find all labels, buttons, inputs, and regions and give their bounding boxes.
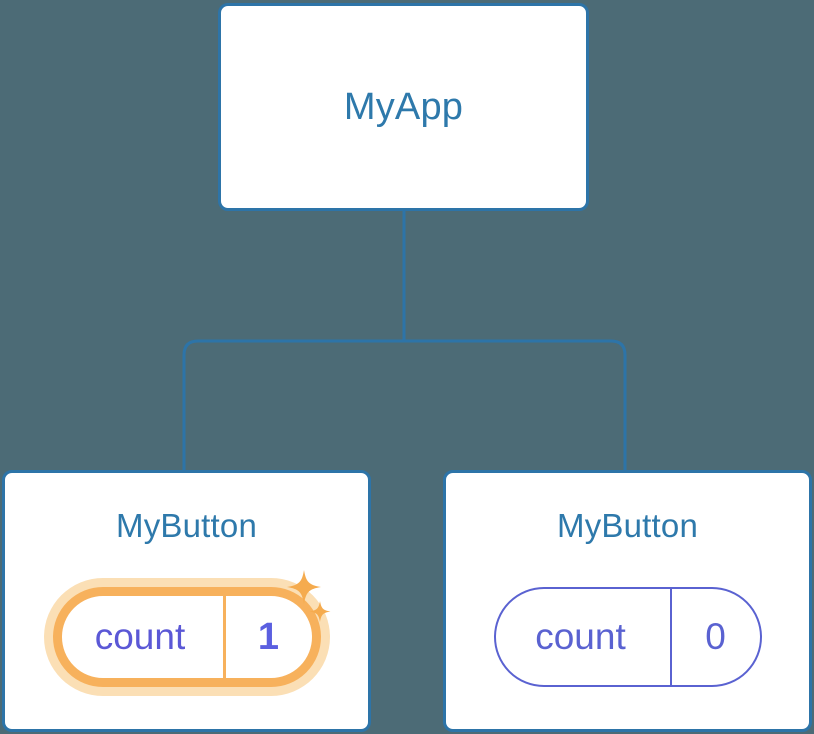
state-divider-0 <box>222 596 226 678</box>
state-pill-wrap-0: count 1 <box>42 566 332 708</box>
state-value-0: 1 <box>257 615 280 658</box>
state-value-1: 0 <box>705 616 726 657</box>
node-child-0-label: MyButton <box>116 507 257 544</box>
state-pill-0[interactable]: count 1 <box>52 587 321 687</box>
state-key-1: count <box>535 616 626 657</box>
connector-branch-left <box>182 339 404 472</box>
state-pill-1[interactable]: count 0 <box>493 587 762 687</box>
node-child-1-label: MyButton <box>557 507 698 544</box>
state-pill-wrap-1: count 0 <box>483 566 773 708</box>
node-root-label: MyApp <box>343 85 464 128</box>
state-key-0: count <box>94 616 186 657</box>
node-child-0[interactable]: MyButton count 1 <box>2 470 371 732</box>
state-divider-1 <box>669 589 672 685</box>
node-root[interactable]: MyApp <box>218 3 589 211</box>
connector-branch-right <box>404 339 627 472</box>
node-child-1[interactable]: MyButton count 0 <box>443 470 812 732</box>
